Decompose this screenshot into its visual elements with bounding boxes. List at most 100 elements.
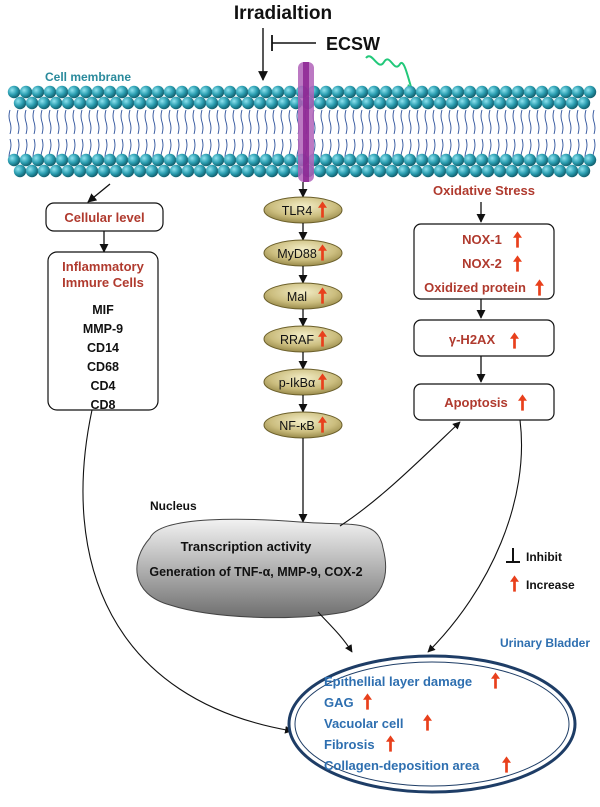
- lipid-head: [169, 164, 183, 178]
- lipid-tail: [400, 109, 404, 135]
- immune-title-line1: Inflammatory: [62, 259, 144, 274]
- lipid-head: [331, 153, 345, 167]
- lipid-head: [7, 85, 21, 99]
- lipid-head: [139, 85, 153, 99]
- lipid-head: [457, 164, 471, 178]
- title-irradiation: Irradialtion: [234, 3, 332, 24]
- nucleus-text-1: Transcription activity: [181, 539, 313, 554]
- lipid-tail: [256, 109, 260, 135]
- bladder-finding: Epithellial layer damage: [324, 674, 472, 689]
- lipid-head: [103, 85, 117, 99]
- lipid-head: [445, 164, 459, 178]
- arrow-apoptosis-to-bladder: [427, 419, 523, 653]
- lipid-tail: [152, 109, 156, 135]
- bladder-finding: Collagen-deposition area: [324, 758, 480, 773]
- lipid-head: [439, 153, 453, 167]
- lipid-head: [505, 164, 519, 178]
- immune-marker: CD8: [90, 398, 115, 412]
- lipid-head: [451, 153, 465, 167]
- lipid-head: [355, 153, 369, 167]
- lipid-tail: [512, 109, 516, 135]
- lipid-head: [403, 153, 417, 167]
- shockwave-icon: [365, 55, 413, 91]
- lipid-tail: [288, 109, 292, 135]
- lipid-head: [157, 96, 171, 110]
- lipid-head: [367, 85, 381, 99]
- lipid-head: [37, 96, 51, 110]
- lipid-head: [241, 96, 255, 110]
- lipid-head: [235, 85, 249, 99]
- lipid-head: [97, 164, 111, 178]
- lipid-head: [475, 153, 489, 167]
- lipid-head: [97, 96, 111, 110]
- lipid-head: [403, 85, 417, 99]
- lipid-head: [367, 153, 381, 167]
- oxidative-stress-box: [413, 223, 555, 300]
- lipid-head: [337, 164, 351, 178]
- lipid-head: [559, 153, 573, 167]
- lipid-head: [151, 85, 165, 99]
- lipid-head: [349, 96, 363, 110]
- lipid-head: [253, 96, 267, 110]
- lipid-head: [229, 164, 243, 178]
- lipid-tail: [536, 109, 540, 135]
- lipid-tail: [184, 109, 188, 135]
- lipid-head: [121, 164, 135, 178]
- lipid-tail: [472, 109, 476, 135]
- lipid-tail: [552, 109, 556, 135]
- lipid-head: [229, 96, 243, 110]
- lipid-head: [91, 85, 105, 99]
- lipid-head: [133, 164, 147, 178]
- lipid-head: [415, 85, 429, 99]
- lipid-head: [145, 96, 159, 110]
- lipid-head: [481, 96, 495, 110]
- legend-increase-label: Increase: [526, 578, 575, 592]
- lipid-head: [421, 96, 435, 110]
- lipid-head: [523, 85, 537, 99]
- lipid-head: [397, 96, 411, 110]
- lipid-head: [235, 153, 249, 167]
- lipid-head: [499, 85, 513, 99]
- lipid-tail: [440, 109, 444, 135]
- lipid-tail: [560, 109, 564, 135]
- bladder-finding: GAG: [324, 695, 354, 710]
- lipid-head: [193, 164, 207, 178]
- arrow-immune-to-bladder: [82, 409, 293, 734]
- membrane-bilayer: [7, 85, 597, 178]
- lipid-tail: [168, 109, 172, 135]
- lipid-tail: [352, 109, 356, 135]
- lipid-tail: [120, 109, 124, 135]
- lipid-head: [121, 96, 135, 110]
- lipid-tail: [56, 109, 60, 135]
- lipid-head: [343, 85, 357, 99]
- lipid-head: [439, 85, 453, 99]
- lipid-head: [247, 85, 261, 99]
- lipid-tail: [464, 109, 468, 135]
- lipid-head: [55, 153, 69, 167]
- lipid-head: [313, 96, 327, 110]
- lipid-tail: [24, 109, 28, 135]
- lipid-head: [433, 96, 447, 110]
- h2ax-box: [413, 319, 555, 357]
- lipid-head: [175, 85, 189, 99]
- lipid-head: [205, 164, 219, 178]
- lipid-head: [331, 85, 345, 99]
- lipid-head: [541, 164, 555, 178]
- lipid-head: [427, 153, 441, 167]
- lipid-head: [49, 96, 63, 110]
- lipid-head: [163, 85, 177, 99]
- lipid-tail: [200, 109, 204, 135]
- lipid-head: [373, 164, 387, 178]
- lipid-head: [535, 85, 549, 99]
- bladder-ellipse-inner: [294, 661, 570, 787]
- lipid-head: [493, 96, 507, 110]
- lipid-head: [535, 153, 549, 167]
- lipid-head: [85, 164, 99, 178]
- bladder-finding: Vacuolar cell: [324, 716, 404, 731]
- lipid-head: [505, 96, 519, 110]
- lipid-head: [181, 96, 195, 110]
- lipid-tail: [456, 109, 460, 135]
- lipid-tail: [360, 109, 364, 135]
- lipid-head: [343, 153, 357, 167]
